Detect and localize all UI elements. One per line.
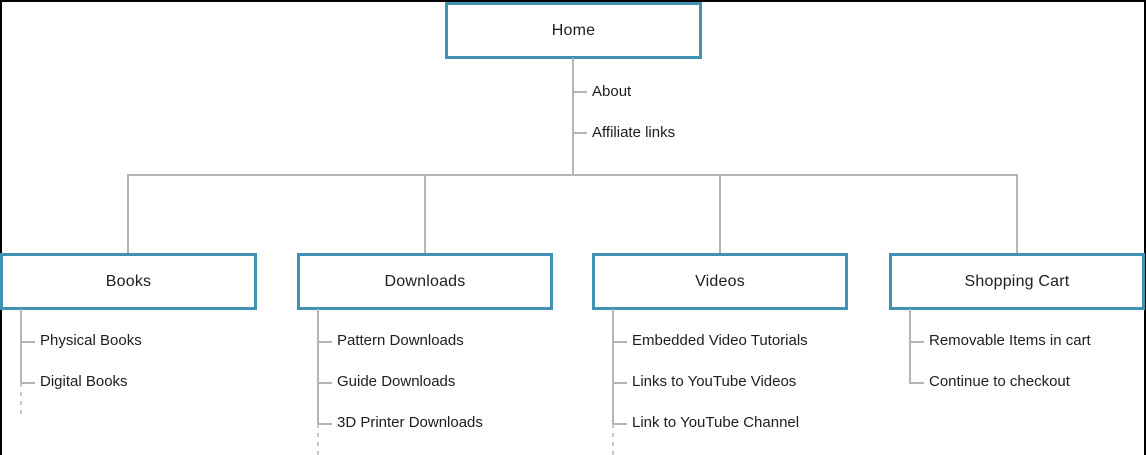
node-downloads[interactable]: Downloads: [297, 253, 553, 310]
leaf-link-to-youtube-channel[interactable]: Link to YouTube Channel: [632, 414, 800, 431]
leaf-guide-downloads[interactable]: Guide Downloads: [337, 373, 456, 390]
node-shopping-cart[interactable]: Shopping Cart: [889, 253, 1145, 310]
node-shopping-cart-label: Shopping Cart: [964, 272, 1070, 290]
connector-downloads-spine: [317, 309, 319, 424]
canvas-border-left: [0, 0, 2, 455]
connector-drop-videos: [719, 174, 721, 254]
node-home[interactable]: Home: [445, 2, 702, 59]
connector-downloads-tick-1: [318, 341, 332, 343]
leaf-removable-items-in-cart[interactable]: Removable Items in cart: [929, 332, 1091, 349]
canvas-border-right: [1144, 0, 1146, 455]
node-home-label: Home: [551, 21, 596, 39]
connector-tick-about: [573, 91, 587, 93]
node-books-label: Books: [105, 272, 152, 290]
leaf-about[interactable]: About: [592, 83, 632, 100]
canvas-border-top: [0, 0, 1146, 2]
connector-drop-shopping-cart: [1016, 174, 1018, 254]
connector-videos-tick-1: [613, 341, 627, 343]
connector-home-stem: [572, 58, 574, 176]
connector-videos-tick-3: [613, 423, 627, 425]
connector-downloads-tick-2: [318, 382, 332, 384]
connector-videos-spine: [612, 309, 614, 424]
connector-books-spine-continued: [20, 383, 22, 414]
connector-drop-books: [127, 174, 129, 254]
connector-shopping-cart-spine: [909, 309, 911, 384]
connector-downloads-spine-continued: [317, 424, 319, 455]
node-downloads-label: Downloads: [384, 272, 466, 290]
connector-books-tick-1: [21, 341, 35, 343]
connector-videos-tick-2: [613, 382, 627, 384]
node-videos-label: Videos: [695, 272, 745, 290]
connector-tick-affiliate-links: [573, 132, 587, 134]
connector-shopping-cart-tick-1: [910, 341, 924, 343]
connector-distribution-bar: [127, 174, 1017, 176]
connector-books-spine: [20, 309, 22, 383]
connector-shopping-cart-tick-2: [910, 382, 924, 384]
connector-books-tick-2: [21, 382, 35, 384]
leaf-embedded-video-tutorials[interactable]: Embedded Video Tutorials: [632, 332, 808, 349]
leaf-pattern-downloads[interactable]: Pattern Downloads: [337, 332, 464, 349]
connector-downloads-tick-3: [318, 423, 332, 425]
leaf-affiliate-links[interactable]: Affiliate links: [592, 124, 676, 141]
node-books[interactable]: Books: [0, 253, 257, 310]
leaf-physical-books[interactable]: Physical Books: [40, 332, 142, 349]
node-videos[interactable]: Videos: [592, 253, 848, 310]
leaf-3d-printer-downloads[interactable]: 3D Printer Downloads: [337, 414, 483, 431]
connector-videos-spine-continued: [612, 424, 614, 455]
leaf-digital-books[interactable]: Digital Books: [40, 373, 128, 390]
leaf-continue-to-checkout[interactable]: Continue to checkout: [929, 373, 1070, 390]
leaf-links-to-youtube-videos[interactable]: Links to YouTube Videos: [632, 373, 797, 390]
connector-drop-downloads: [424, 174, 426, 254]
